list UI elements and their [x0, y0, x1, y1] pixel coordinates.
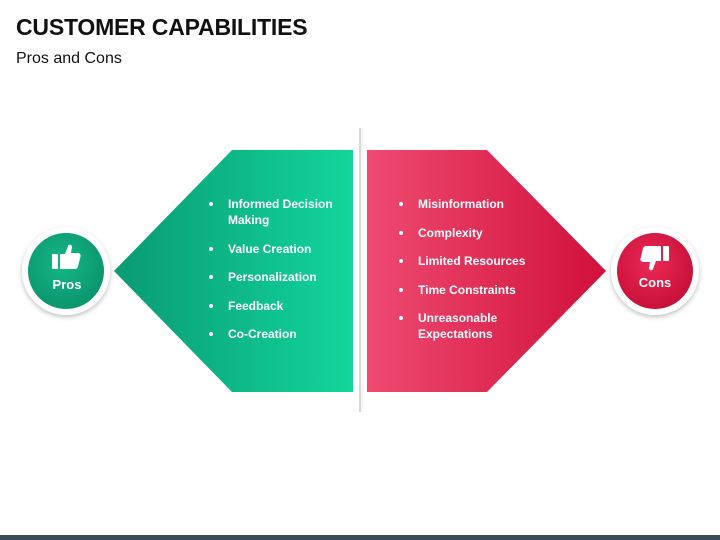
cons-list: Misinformation Complexity Limited Resour…	[394, 196, 534, 355]
pros-item: Informed Decision Making	[204, 196, 344, 228]
cons-item: Time Constraints	[394, 282, 534, 298]
cons-label: Cons	[638, 275, 672, 290]
cons-item: Complexity	[394, 225, 534, 241]
pros-arrow-shape	[114, 150, 353, 392]
pros-item: Co-Creation	[204, 326, 344, 342]
pros-item: Value Creation	[204, 241, 344, 257]
cons-item: Unreasonable Expectations	[394, 310, 534, 342]
thumbs-down-icon	[640, 246, 669, 271]
page-title: CUSTOMER CAPABILITIES	[16, 14, 308, 40]
pros-item: Feedback	[204, 298, 344, 314]
thumbs-up-icon	[52, 244, 81, 269]
footer-bar	[0, 535, 720, 540]
cons-item: Misinformation	[394, 196, 534, 212]
pros-list: Informed Decision Making Value Creation …	[204, 196, 344, 355]
pros-item: Personalization	[204, 269, 344, 285]
cons-arrow-shape	[367, 150, 606, 392]
page-subtitle: Pros and Cons	[16, 50, 122, 67]
pros-label: Pros	[52, 277, 82, 292]
cons-item: Limited Resources	[394, 253, 534, 269]
